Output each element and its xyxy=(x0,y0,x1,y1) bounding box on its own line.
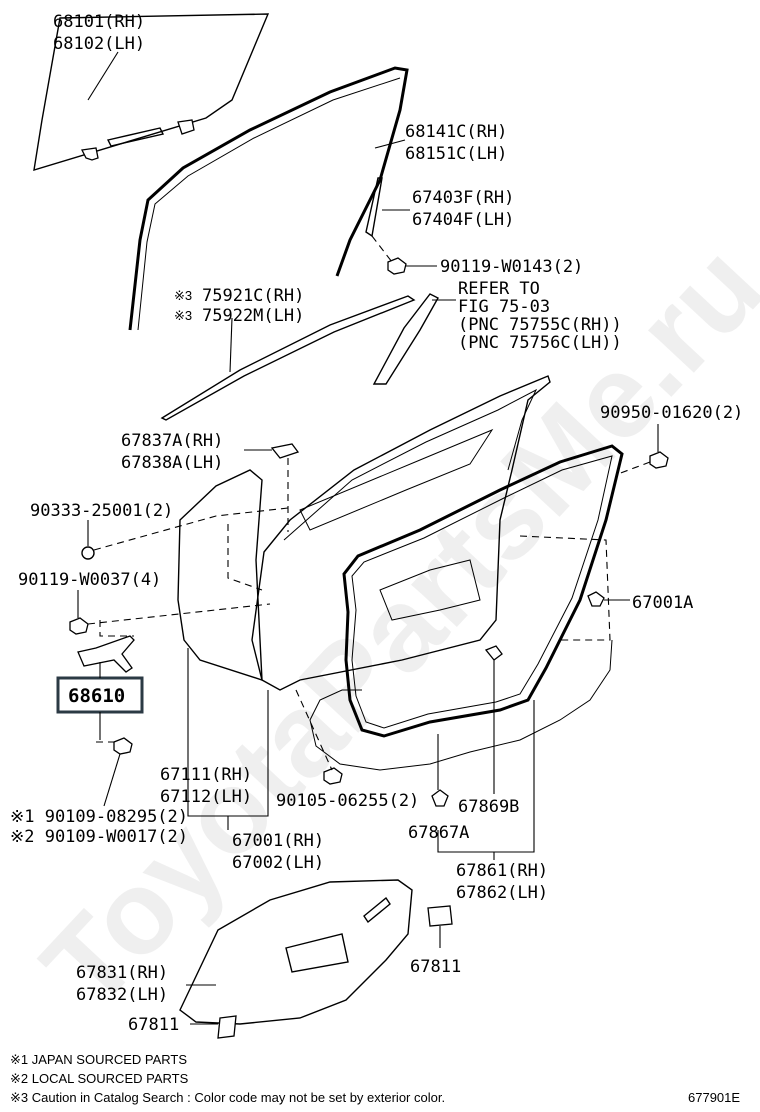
door-outer-frame xyxy=(251,375,551,691)
label-67869b[interactable]: 67869B xyxy=(458,797,519,817)
bracket-67861 xyxy=(437,700,535,853)
dash-w0037 xyxy=(87,603,271,625)
label-67001[interactable]: 67001(RH) xyxy=(232,831,324,851)
label-90950[interactable]: 90950-01620(2) xyxy=(600,403,743,423)
label-67002[interactable]: 67002(LH) xyxy=(232,853,324,873)
glass-bracket-right xyxy=(177,119,195,135)
label-refer-to: REFER TO xyxy=(458,279,540,299)
label-moulding-rh[interactable]: 75921C(RH) xyxy=(202,286,304,306)
label-glass-rh[interactable]: 68101(RH) xyxy=(53,12,145,32)
label-cover-67838[interactable]: 67838A(LH) xyxy=(121,453,223,473)
label-90109-2[interactable]: ※2 90109-W0017(2) xyxy=(10,827,188,847)
door-check-icon xyxy=(77,635,135,673)
division-bar xyxy=(365,177,383,238)
belt-moulding xyxy=(160,295,416,421)
label-cover-67837[interactable]: 67837A(RH) xyxy=(121,431,223,451)
cover-slot xyxy=(363,896,391,924)
label-67111[interactable]: 67111(RH) xyxy=(160,765,252,785)
label-67811-left[interactable]: 67811 xyxy=(128,1015,179,1035)
label-67832[interactable]: 67832(LH) xyxy=(76,985,168,1005)
label-90105[interactable]: 90105-06255(2) xyxy=(276,791,419,811)
door-glass xyxy=(33,13,270,171)
label-90109-1[interactable]: ※1 90109-08295(2) xyxy=(10,807,188,827)
clip-67869b-icon xyxy=(484,645,503,661)
leader-glass xyxy=(87,51,119,101)
label-refer-pnc-lh: (PNC 75756C(LH)) xyxy=(458,333,622,353)
weatherstrip-inner-edge xyxy=(351,455,613,729)
door-rear-panel xyxy=(177,469,263,681)
label-67112[interactable]: 67112(LH) xyxy=(160,787,252,807)
label-67861[interactable]: 67861(RH) xyxy=(456,861,548,881)
label-67811-right[interactable]: 67811 xyxy=(410,957,461,977)
label-moulding-lh[interactable]: 75922M(LH) xyxy=(202,306,304,326)
label-refer-pnc-rh: (PNC 75755C(RH)) xyxy=(458,315,622,335)
seal-67811-right-icon xyxy=(427,905,453,927)
clip-67867a-icon xyxy=(431,789,449,807)
label-run-channel-lh[interactable]: 68151C(LH) xyxy=(405,144,507,164)
seal-67811-left-icon xyxy=(217,1015,237,1039)
cover-window xyxy=(285,933,349,973)
dash-90105 xyxy=(295,689,333,771)
label-67001a[interactable]: 67001A xyxy=(632,593,693,613)
dash-90333 xyxy=(93,507,289,551)
dash-w0143 xyxy=(371,235,393,263)
service-hole-cover xyxy=(179,879,413,1025)
label-67862[interactable]: 67862(LH) xyxy=(456,883,548,903)
plug-90950-icon xyxy=(649,451,669,469)
label-67831[interactable]: 67831(RH) xyxy=(76,963,168,983)
door-window-opening xyxy=(299,428,494,531)
label-division-bar-rh[interactable]: 67403F(RH) xyxy=(412,188,514,208)
footnote-2: ※2 LOCAL SOURCED PARTS xyxy=(10,1071,189,1086)
footnote-1: ※1 JAPAN SOURCED PARTS xyxy=(10,1052,187,1067)
dash-90950 xyxy=(617,461,651,475)
weatherstrip-inner xyxy=(342,444,624,738)
bolt-90105-icon xyxy=(323,767,343,785)
bolt-w0037-icon xyxy=(69,617,89,635)
door-inner-frame-line xyxy=(283,388,538,541)
footnote-3: ※3 Caution in Catalog Search : Color cod… xyxy=(10,1090,445,1105)
label-68610[interactable]: 68610 xyxy=(68,685,125,707)
label-glass-lh[interactable]: 68102(LH) xyxy=(53,34,145,54)
screw-w0143-icon xyxy=(387,257,407,275)
label-90119-w0037[interactable]: 90119-W0037(4) xyxy=(18,570,161,590)
dash-67001a-zone xyxy=(519,535,611,641)
frame-garnish xyxy=(372,293,439,385)
bolt-90109-icon xyxy=(113,737,133,755)
mark-3-rh: ※3 xyxy=(174,288,192,303)
dash-check xyxy=(99,620,134,637)
leader-run-channel xyxy=(374,139,406,149)
watermark: ToyotaPartsMe.ru xyxy=(17,220,760,1033)
clip-67001a-icon xyxy=(587,591,605,607)
dash-frame-outline xyxy=(227,524,263,591)
run-channel-inner xyxy=(137,77,401,331)
label-run-channel-rh[interactable]: 68141C(RH) xyxy=(405,122,507,142)
glass-channel xyxy=(106,127,165,147)
label-refer-fig[interactable]: FIG 75-03 xyxy=(458,297,550,317)
catalog-number: 677901E xyxy=(688,1090,740,1105)
leader-90109 xyxy=(103,753,121,807)
label-67867a[interactable]: 67867A xyxy=(408,823,469,843)
mark-3-lh: ※3 xyxy=(174,308,192,323)
weatherstrip-67001a xyxy=(309,639,613,771)
label-division-bar-lh[interactable]: 67404F(LH) xyxy=(412,210,514,230)
clip-90333-icon xyxy=(81,546,95,560)
label-90119-w0143[interactable]: 90119-W0143(2) xyxy=(440,257,583,277)
leader-moulding xyxy=(229,317,233,373)
cover-67837 xyxy=(270,443,300,459)
door-panel-detail xyxy=(379,559,481,621)
label-90333[interactable]: 90333-25001(2) xyxy=(30,501,173,521)
glass-bracket-left xyxy=(81,147,99,161)
